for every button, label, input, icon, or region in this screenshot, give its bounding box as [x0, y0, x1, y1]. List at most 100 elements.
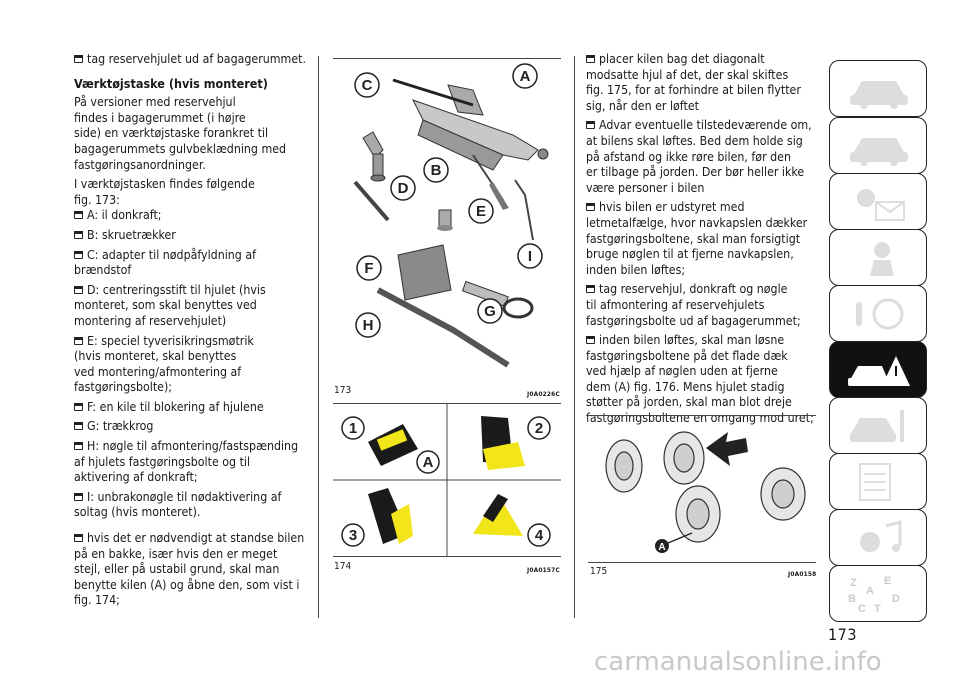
section-heading: Værktøjstaske (hvis monteret): [74, 75, 268, 91]
text-line: montering af reservehjulet): [74, 313, 227, 328]
text-line: inden bilen løftes, skal man løsne: [599, 333, 785, 348]
text-line: fastgøringsanordninger.: [74, 157, 206, 172]
figure-173-number: 173: [334, 385, 352, 396]
car-dashboard-icon: [850, 81, 908, 109]
text-line: bagagerummets gulvbeklædning med: [74, 141, 287, 156]
text-line: (hvis monteret, skal benyttes: [74, 349, 237, 364]
svg-text:A: A: [866, 585, 874, 597]
emergency-car-icon: [848, 356, 910, 386]
text-line: ved hjælp af nøglen uden at fjerne: [586, 364, 778, 379]
figure-173-code: J0A0226C: [527, 390, 560, 398]
column-divider-right: [574, 56, 575, 618]
text-line: til afmontering af reservehjulets: [586, 297, 765, 312]
tab-starting-driving[interactable]: [829, 285, 927, 342]
jack-illustration: [392, 78, 549, 171]
text-line: placer kilen bag det diagonalt: [599, 52, 765, 66]
text-line: I: unbrakonøgle til nødaktivering af: [87, 489, 282, 504]
bullet-icon: [586, 203, 595, 212]
bullet-icon: [74, 442, 83, 451]
bullet-icon: [74, 402, 83, 411]
label-d: D: [398, 180, 409, 197]
tab-dashboard[interactable]: [829, 60, 927, 117]
text-line: På versioner med reservehjul: [74, 95, 236, 110]
text-line: være personer i bilen: [586, 180, 705, 195]
tab-emergency[interactable]: [829, 341, 927, 398]
label-f: F: [364, 260, 373, 277]
svg-text:B: B: [848, 593, 856, 605]
text-line: fig. 175, for at forhindre at bilen flyt…: [586, 83, 801, 98]
text-line: findes i bagagerummet (i højre: [74, 110, 246, 125]
figure-173-bottom-rule: [333, 403, 561, 404]
tab-technical-data[interactable]: [829, 453, 927, 510]
text-line: fastgøringsboltene, skal man forsigtigt: [586, 231, 801, 246]
text-line: sig, når den er løftet: [586, 98, 699, 113]
svg-text:C: C: [858, 603, 866, 615]
bullet-icon: [74, 534, 83, 543]
text-line: hvis det er nødvendigt at standse bilen: [87, 531, 305, 546]
label-wedge-a: A: [423, 454, 434, 471]
text-line: fastgøringsbolte);: [74, 380, 173, 395]
tab-maintenance[interactable]: [829, 397, 927, 454]
text-line: benytte kilen (A) og åbne den, som vist …: [74, 577, 300, 592]
bullet-item: tag reservehjulet ud af bagagerummet.: [74, 52, 310, 68]
label-step-4: 4: [535, 527, 544, 544]
text-line: H: nøgle til afmontering/fastspænding: [87, 439, 299, 454]
car-lights-icon: [850, 138, 908, 166]
tab-safety[interactable]: [829, 229, 927, 286]
tab-multimedia[interactable]: [829, 509, 927, 566]
figure-174-bottom-rule: [333, 556, 561, 557]
arrow-icon: [706, 432, 748, 466]
text-line: af hjulets fastgøringsbolte og til: [74, 454, 251, 469]
bullet-icon: [74, 285, 83, 294]
column-left: tag reservehjulet ud af bagagerummet. Vær…: [74, 52, 310, 613]
tab-warning-lights[interactable]: [829, 173, 927, 230]
text-line: modsatte hjul af det, der skal skiftes: [586, 67, 789, 82]
tab-lights[interactable]: [829, 117, 927, 174]
tow-hook-illustration: [461, 280, 534, 319]
text-line: hvis bilen er udstyret med: [599, 200, 745, 215]
bullet-item: B: skruetrækker: [74, 228, 310, 244]
svg-text:Z: Z: [850, 577, 857, 589]
text-line: fastgøringsboltene på det flade dæk: [586, 348, 788, 363]
bullet-icon: [74, 422, 83, 431]
text-line: fastgøringsbolte ud af bagagerummet;: [586, 313, 801, 328]
text-line: aktivering af donkraft;: [74, 470, 198, 485]
label-step-3: 3: [349, 527, 357, 544]
text-line: G: trækkrog: [87, 419, 154, 434]
label-step-1: 1: [349, 420, 357, 437]
allen-key-illustration: [514, 179, 534, 241]
multimedia-icon: [860, 520, 902, 552]
text-line: A: il donkraft;: [87, 208, 162, 223]
svg-text:E: E: [884, 575, 891, 587]
text-line: at bilens skal løftes. Bed dem holde sig: [586, 133, 803, 148]
bullet-icon: [74, 336, 83, 345]
bullet-icon: [74, 250, 83, 259]
airbag-seat-icon: [870, 242, 894, 276]
figure-175-number: 175: [590, 566, 608, 577]
text-line: fig. 174;: [74, 593, 120, 608]
wedge-illustration: [397, 244, 452, 301]
svg-text:D: D: [892, 593, 900, 605]
text-line: støtter på jorden, skal man blot dreje: [586, 395, 792, 410]
figure-174-code: J0A0157C: [527, 566, 560, 574]
bullet-icon: [586, 336, 595, 345]
label-a: A: [520, 68, 531, 85]
label-c: C: [362, 77, 373, 94]
figure-175-code: J0A0158: [788, 570, 817, 578]
label-i: I: [528, 248, 532, 265]
bullet-item: Advar eventuelle tilstedeværende om,at b…: [586, 118, 816, 196]
bullet-item: A: il donkraft;: [74, 208, 310, 224]
wheels-illustration: [605, 431, 806, 543]
wrench-illustration: [376, 287, 510, 368]
